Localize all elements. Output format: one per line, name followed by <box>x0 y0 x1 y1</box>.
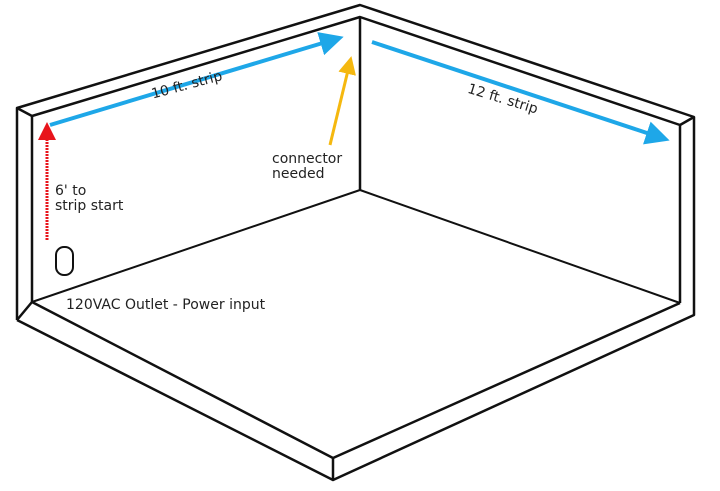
outlet-label: 120VAC Outlet - Power input <box>66 297 266 313</box>
connector-arrow <box>328 56 356 146</box>
start-label: 6' to strip start <box>55 184 123 214</box>
inner-top-edge <box>30 15 682 303</box>
strip-12ft-arrow <box>371 40 670 145</box>
outlet-icon <box>55 246 74 276</box>
connector-label-line1: connector <box>272 151 343 167</box>
connector-label: connector needed <box>272 152 342 182</box>
start-label-line2: strip start <box>55 198 124 214</box>
start-label-line1: 6' to <box>55 183 87 199</box>
walls <box>15 3 696 482</box>
strip-10ft-arrow <box>49 32 344 127</box>
connector-label-line2: needed <box>272 166 325 182</box>
outer-edge <box>15 3 696 482</box>
floor-back-edges <box>31 189 681 304</box>
floor-front-edges <box>31 300 681 460</box>
